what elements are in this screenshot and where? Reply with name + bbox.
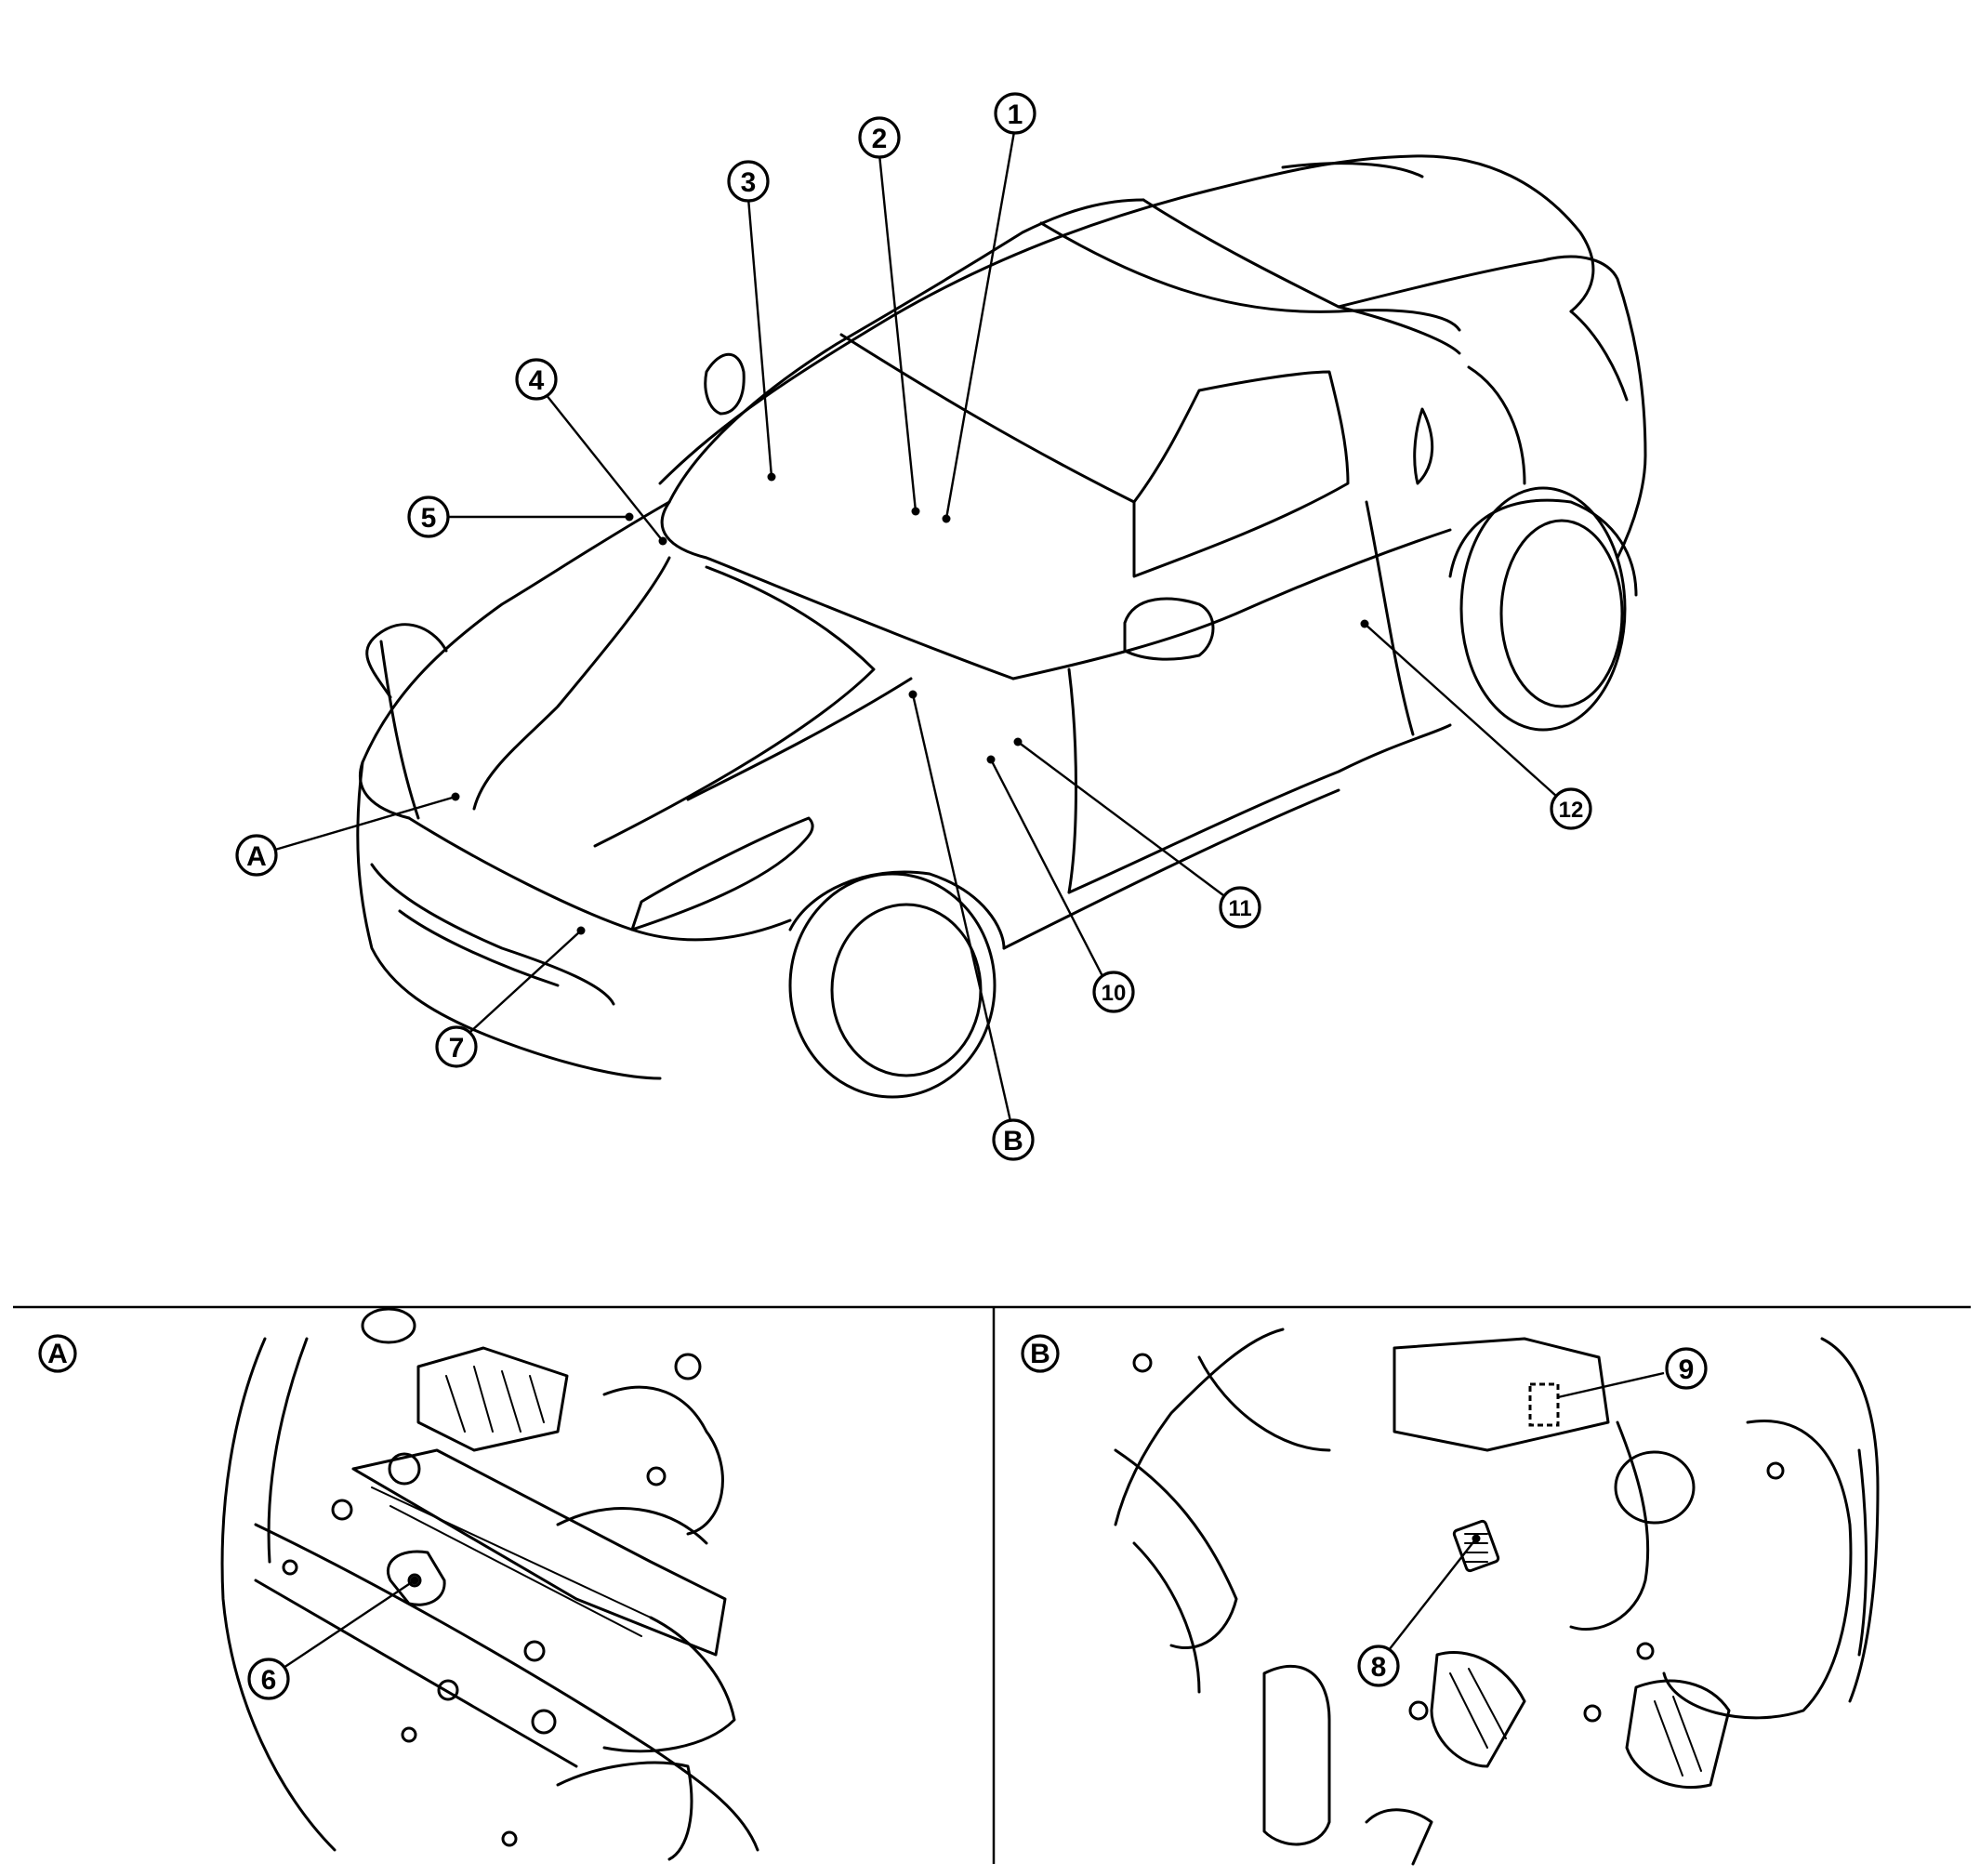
callout-8-circle (1357, 1645, 1400, 1687)
callout-2-label: 2 (872, 124, 888, 154)
callout-3-label: 3 (741, 167, 757, 198)
callout-7: 7 (435, 926, 586, 1068)
callout-7-label: 7 (449, 1033, 465, 1064)
engine-bay-illustration (220, 1307, 759, 1861)
callout-9-label: 9 (1679, 1354, 1695, 1385)
callout-7-circle (435, 1025, 478, 1068)
callout-1-circle (994, 92, 1036, 135)
callout-1-label: 1 (1008, 99, 1023, 130)
callout-4-label: 4 (529, 365, 545, 396)
callout-12-circle (1550, 787, 1592, 830)
panel-a-label-circle (38, 1334, 77, 1373)
dashed-location-box (1528, 1382, 1560, 1427)
car-illustration (356, 154, 1647, 1099)
callout-11-circle (1219, 886, 1261, 929)
callout-1: 1 (942, 92, 1036, 523)
callout-5: 5 (407, 495, 634, 538)
callout-12-label: 12 (1559, 798, 1584, 823)
callout-10-circle (1092, 971, 1135, 1013)
callout-4-circle (515, 358, 558, 401)
callout-8-label: 8 (1371, 1652, 1387, 1683)
detail-panel-b: B (1021, 1328, 1880, 1866)
panel-b-label: B (1030, 1339, 1050, 1369)
callout-A-label: A (246, 841, 267, 872)
callout-5-circle (407, 495, 450, 538)
pedal-area-illustration (1114, 1328, 1880, 1866)
callout-5-label: 5 (421, 503, 437, 534)
callout-2: 2 (858, 116, 920, 516)
callout-B-label: B (1003, 1126, 1023, 1156)
callout-11-label: 11 (1228, 896, 1251, 921)
panel-b-label-circle (1021, 1334, 1060, 1373)
callout-10-label: 10 (1102, 981, 1127, 1006)
callout-9-circle (1665, 1347, 1708, 1390)
callout-4: 4 (515, 358, 667, 546)
callout-2-circle (858, 116, 901, 159)
callout-B-circle (992, 1118, 1035, 1161)
callout-3-circle (727, 160, 770, 203)
panel-a-label: A (47, 1339, 68, 1369)
callout-6-circle (247, 1658, 290, 1700)
callout-B: B (908, 690, 1035, 1161)
callout-11: 11 (1013, 737, 1261, 929)
callout-10: 10 (986, 755, 1135, 1013)
detail-panel-a: A (38, 1307, 759, 1861)
callout-6-label: 6 (261, 1665, 277, 1696)
callout-6: 6 (247, 1576, 419, 1700)
callout-A-circle (235, 834, 278, 877)
callout-A: A (235, 792, 460, 877)
callout-8: 8 (1357, 1534, 1481, 1687)
callout-12: 12 (1360, 619, 1592, 830)
callout-3: 3 (727, 160, 776, 482)
callout-9: 9 (1557, 1347, 1708, 1399)
